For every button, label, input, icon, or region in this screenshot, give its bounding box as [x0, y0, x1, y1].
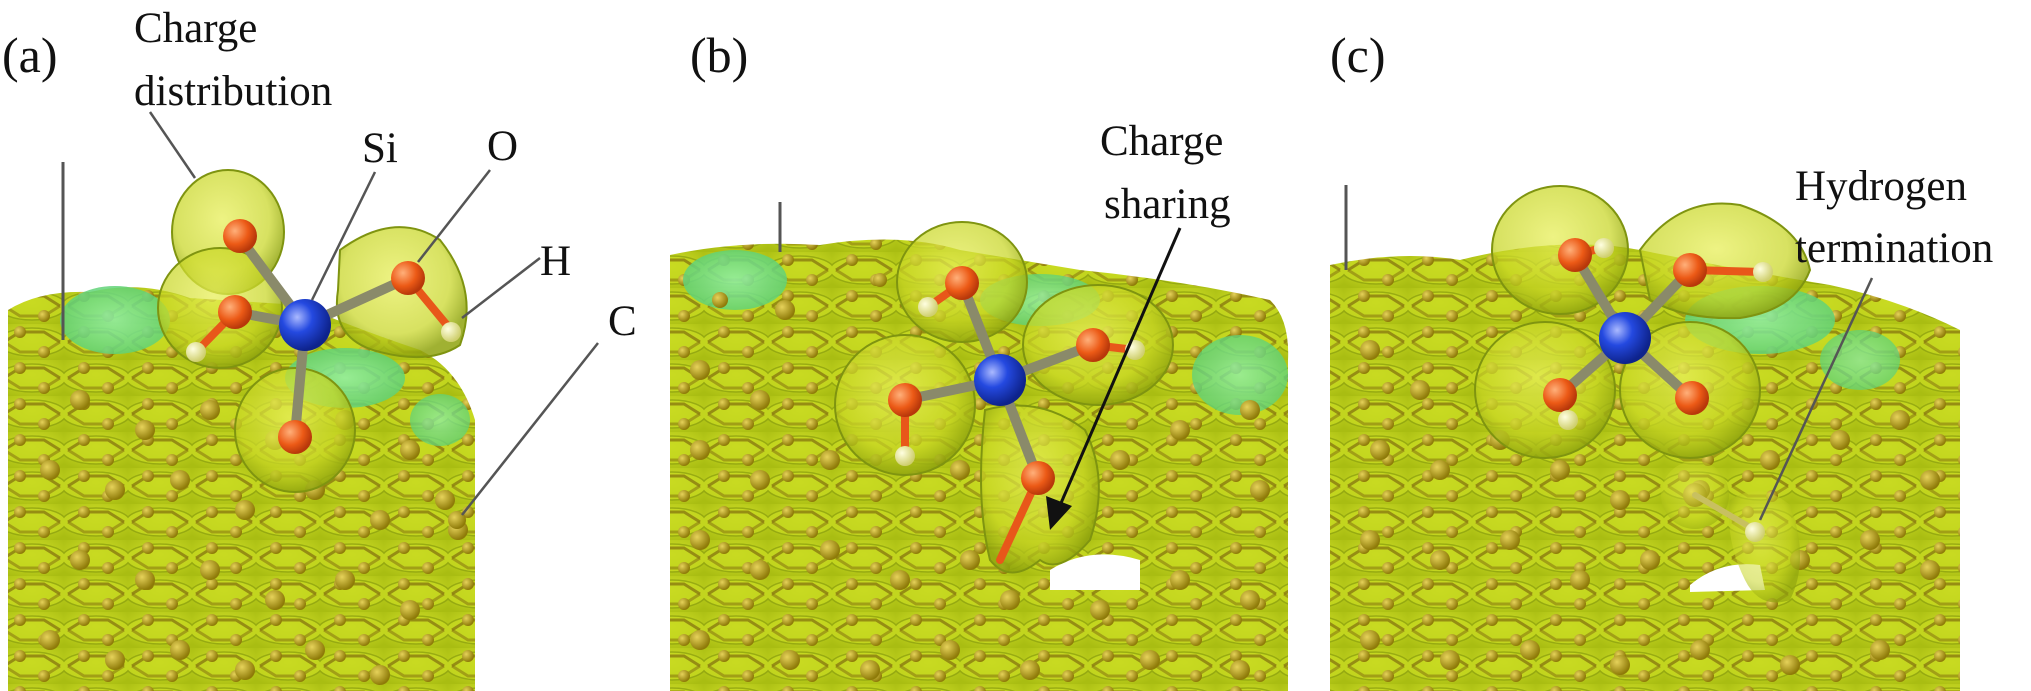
oxygen-atom — [888, 383, 922, 417]
leader-line — [417, 169, 491, 263]
label-termination: termination — [1795, 225, 1993, 272]
panel-label-a: (a) — [2, 27, 58, 83]
leader-line — [1758, 277, 1874, 521]
oxygen-atom — [1675, 381, 1709, 415]
hydrogen-atom — [895, 446, 915, 466]
leader-line — [310, 171, 377, 301]
label-c: C — [608, 298, 637, 345]
leader-line — [461, 257, 541, 319]
oxygen-atom — [223, 219, 257, 253]
silicon-atom — [974, 354, 1026, 406]
oxygen-atom — [1543, 378, 1577, 412]
surface-gap — [1050, 554, 1140, 590]
label-h: H — [540, 238, 571, 285]
label-hydrogen: Hydrogen — [1795, 163, 1967, 210]
silicon-atom — [279, 299, 331, 351]
charge-pocket — [1192, 335, 1288, 415]
arrow-head-icon — [1046, 496, 1072, 530]
hydrogen-atom — [1594, 238, 1614, 258]
oxygen-atom — [278, 420, 312, 454]
oxygen-atom — [1673, 253, 1707, 287]
silicon-atom — [1599, 312, 1651, 364]
charge-pocket — [1820, 330, 1900, 390]
hydrogen-atom — [186, 342, 206, 362]
hydrogen-atom — [1745, 522, 1765, 542]
charge-pocket — [410, 394, 470, 446]
leader-line — [461, 342, 599, 516]
label-si: Si — [362, 125, 398, 172]
oxygen-atom — [1558, 238, 1592, 272]
oxygen-atom — [945, 266, 979, 300]
oxygen-atom — [1076, 328, 1110, 362]
label-o: O — [487, 123, 518, 170]
label-charge: Charge — [134, 5, 257, 52]
label-charge: Charge — [1100, 118, 1223, 165]
isosurface-lobe — [1729, 491, 1800, 603]
hydrogen-atom — [1558, 410, 1578, 430]
oxygen-atom — [218, 295, 252, 329]
panel-label-b: (b) — [690, 27, 748, 83]
panel-label-c: (c) — [1330, 27, 1386, 83]
carbon-atom — [448, 511, 466, 529]
charge-pocket — [60, 286, 170, 354]
arrow-shaft — [1056, 227, 1182, 511]
leader-line — [148, 111, 197, 179]
panel-a: (a) Charge distribution Si O H C — [2, 5, 637, 691]
label-distribution: distribution — [134, 68, 332, 115]
hydrogen-atom — [1753, 262, 1773, 282]
panel-c: (c) Hydrogen termination — [1330, 27, 1993, 691]
panel-b: (b) Charge sharing — [670, 27, 1289, 691]
hydrogen-atom — [441, 322, 461, 342]
label-sharing: sharing — [1104, 181, 1231, 228]
isosurface-lobe — [1638, 202, 1812, 320]
oxygen-atom — [391, 261, 425, 295]
oxygen-atom — [1021, 461, 1055, 495]
hydrogen-atom — [918, 297, 938, 317]
charge-pocket — [683, 250, 787, 310]
